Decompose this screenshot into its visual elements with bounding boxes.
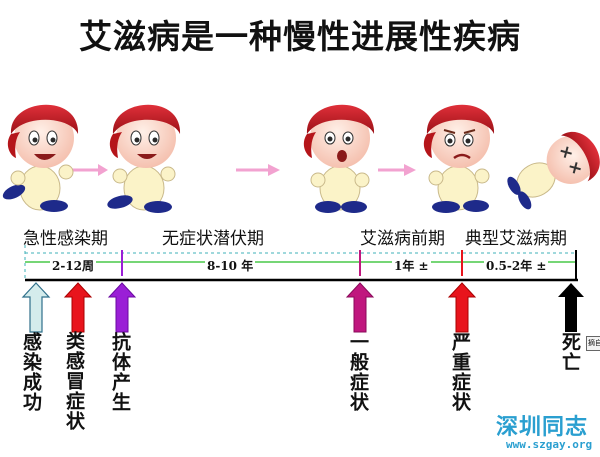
- progress-arrow-3-icon: [378, 164, 416, 176]
- arrow-severe-symptoms-icon: [447, 282, 477, 333]
- event-label-death: 死亡: [559, 332, 581, 372]
- arrow-death-icon: [558, 283, 584, 332]
- event-label-antibody: 抗体产生: [109, 332, 131, 412]
- event-label-infection: 感染成功: [20, 332, 42, 412]
- progress-arrow-2-icon: [236, 164, 280, 176]
- character-worried: [423, 104, 495, 213]
- arrow-general-symptoms-icon: [345, 282, 375, 333]
- event-label-general-symptoms: 一般症状: [347, 332, 369, 412]
- event-arrows: [21, 282, 584, 333]
- stage-label-pre-aids: 艾滋病前期: [360, 229, 445, 249]
- watermark-url: www.szgay.org: [506, 438, 593, 451]
- progression-arrows: [72, 164, 416, 176]
- page-title: 艾滋病是一种慢性进展性疾病: [79, 17, 521, 56]
- character-happy-2: [107, 104, 181, 213]
- duration-aids: 0.5-2年 ±: [484, 257, 549, 274]
- watermark-title: 深圳同志: [496, 415, 589, 440]
- duration-latent: 8-10 年: [205, 257, 256, 274]
- character-sick: [303, 104, 375, 213]
- duration-pre-aids: 1年 ±: [392, 257, 431, 274]
- arrow-flu-symptoms-icon: [63, 282, 93, 333]
- progress-arrow-1-icon: [72, 164, 108, 176]
- source-tab: 摘自: [586, 336, 600, 351]
- stage-label-aids: 典型艾滋病期: [465, 229, 567, 249]
- event-label-flu-symptoms: 类感冒症状: [63, 331, 85, 431]
- character-happy-1: [2, 104, 79, 212]
- duration-acute: 2-12周: [50, 257, 97, 274]
- arrow-infection-icon: [21, 282, 51, 333]
- character-collapsed: [507, 132, 600, 210]
- event-label-severe-symptoms: 严重症状: [449, 332, 471, 412]
- stage-label-acute: 急性感染期: [23, 229, 108, 249]
- stage-label-latent: 无症状潜伏期: [162, 229, 264, 249]
- arrow-antibody-icon: [107, 282, 137, 333]
- timeline: [24, 245, 578, 282]
